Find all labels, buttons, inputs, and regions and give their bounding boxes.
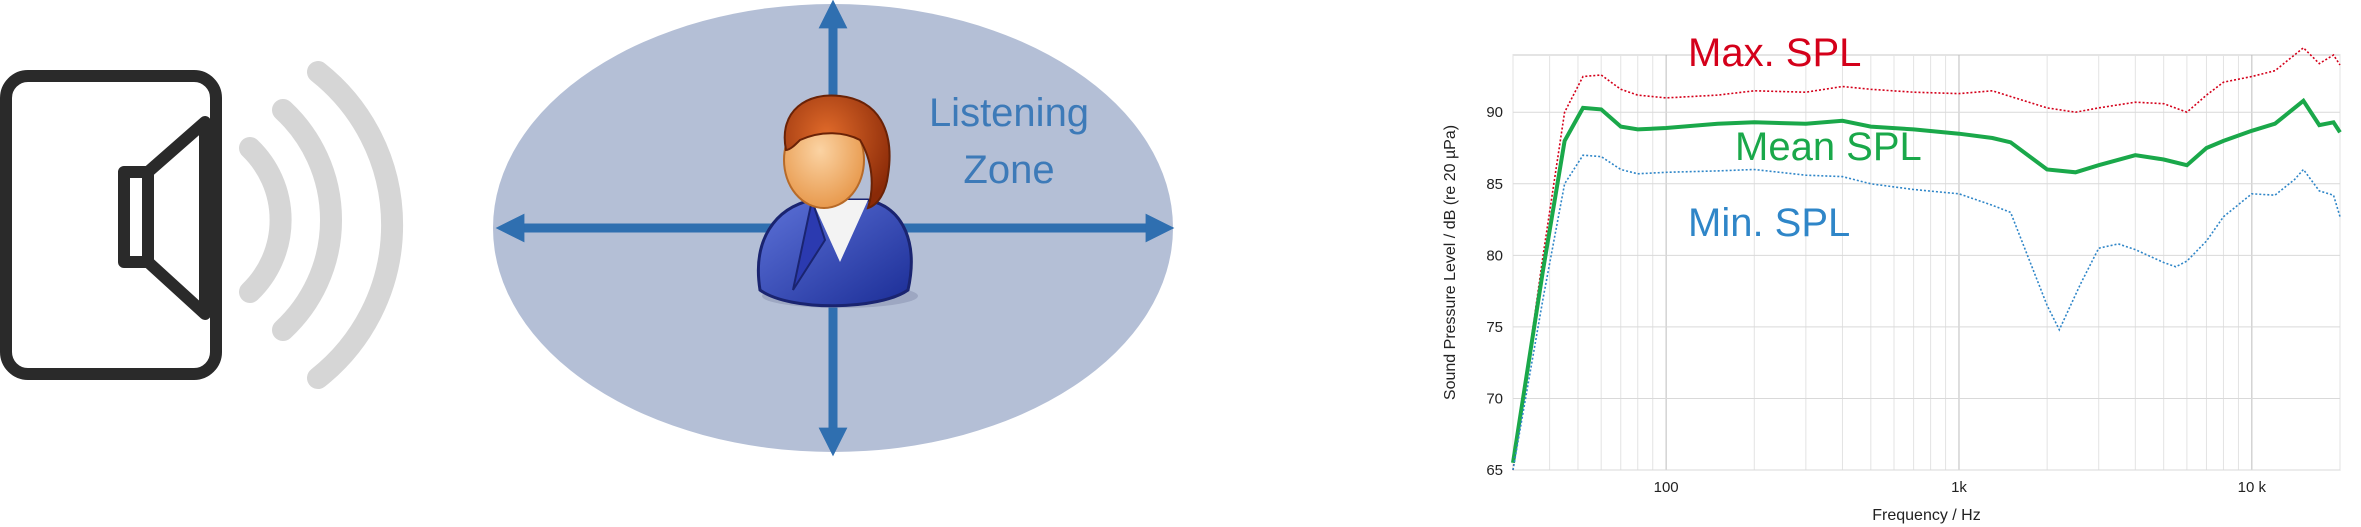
x-tick-label: 1k xyxy=(1951,479,1967,496)
speaker-icon xyxy=(0,70,222,380)
zone-label-line2: Zone xyxy=(963,148,1054,192)
y-tick-label: 90 xyxy=(1486,104,1503,121)
y-tick-label: 65 xyxy=(1486,462,1503,479)
x-axis-label: Frequency / Hz xyxy=(1872,507,1980,524)
x-tick-label: 10 k xyxy=(2238,479,2267,496)
series-line-mean xyxy=(1511,97,2342,464)
series-label-max: Max. SPL xyxy=(1688,31,1861,75)
y-tick-label: 75 xyxy=(1486,319,1503,336)
y-axis-label: Sound Pressure Level / dB (re 20 µPa) xyxy=(1442,125,1459,400)
series-label-mean: Mean SPL xyxy=(1735,125,1922,169)
x-tick-label: 100 xyxy=(1654,479,1679,496)
zone-label-line1: Listening xyxy=(929,91,1089,135)
series-line-min xyxy=(1512,154,2341,471)
y-tick-label: 80 xyxy=(1486,247,1503,264)
listener-person-icon xyxy=(757,94,918,308)
chart-grid xyxy=(1512,54,2341,471)
y-tick-label: 85 xyxy=(1486,176,1503,193)
series-line-max xyxy=(1512,46,2341,471)
spl-chart: 65 70 75 80 85 90 100 1k 10 k Frequency / Hz Sound… xyxy=(1442,31,2342,524)
series-label-min: Min. SPL xyxy=(1688,201,1850,245)
y-tick-label: 70 xyxy=(1486,390,1503,407)
sound-waves-icon xyxy=(239,61,404,389)
plot-area xyxy=(1512,54,2341,471)
